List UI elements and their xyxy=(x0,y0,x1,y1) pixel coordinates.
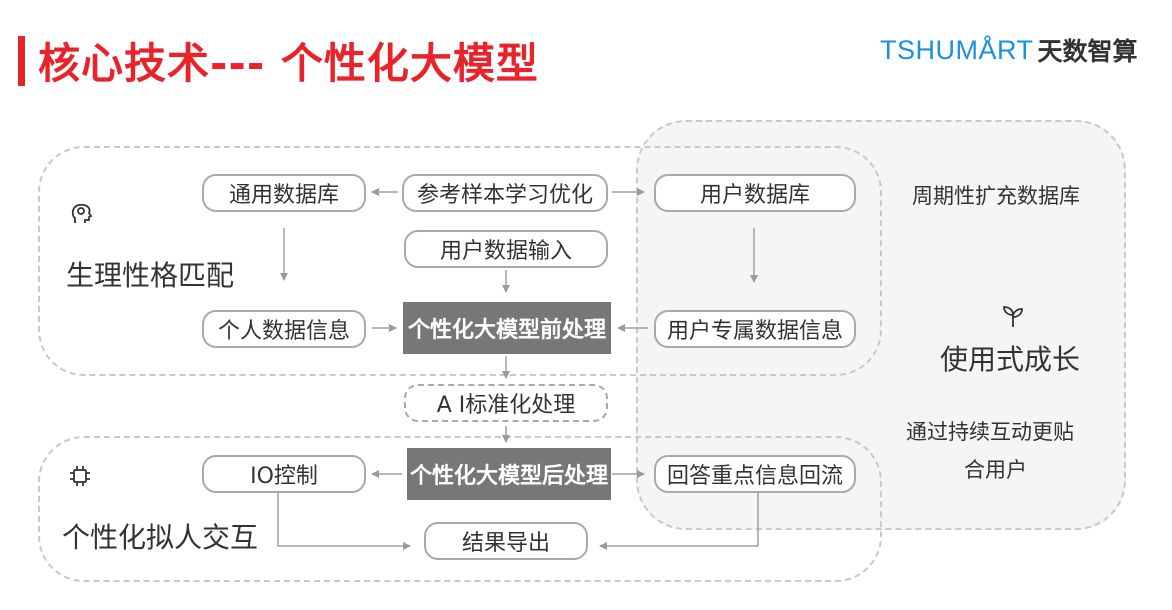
page-title: 核心技术--- 个性化大模型 xyxy=(38,39,539,88)
brain-head-icon xyxy=(68,200,96,228)
node-preprocess: 个性化大模型前处理 xyxy=(403,302,611,354)
chip-icon xyxy=(66,462,94,490)
personalized-interaction-region xyxy=(38,436,882,582)
right-main-label: 使用式成长 xyxy=(940,343,1081,376)
node-general-db: 通用数据库 xyxy=(202,174,366,212)
logo-chinese: 天数智算 xyxy=(1037,37,1138,66)
title-accent-bar xyxy=(18,36,25,86)
arrow-answer-to-result xyxy=(599,492,759,550)
node-answer-flow: 回答重点信息回流 xyxy=(654,455,856,493)
node-result-export: 结果导出 xyxy=(424,522,588,560)
node-user-db: 用户数据库 xyxy=(654,174,856,212)
node-ai-standardize: A I标准化处理 xyxy=(404,384,608,422)
region-label-physiological: 生理性格匹配 xyxy=(66,259,235,292)
arrow-io-to-result xyxy=(277,492,411,550)
company-logo: TSHUMÅRT 天数智算 xyxy=(880,32,1138,68)
node-ref-sample: 参考样本学习优化 xyxy=(402,174,608,212)
node-io-control: IO控制 xyxy=(202,455,366,493)
node-personal-info: 个人数据信息 xyxy=(202,310,366,348)
region-label-interaction: 个性化拟人交互 xyxy=(62,521,259,554)
right-top-text: 周期性扩充数据库 xyxy=(912,184,1080,208)
physiological-matching-region xyxy=(38,146,882,376)
node-postprocess: 个性化大模型后处理 xyxy=(407,448,611,500)
node-user-input: 用户数据输入 xyxy=(404,230,608,268)
right-desc-line1: 通过持续互动更贴 xyxy=(906,420,1074,444)
sprout-icon xyxy=(1000,302,1026,330)
logo-english: TSHUMÅRT xyxy=(880,34,1034,65)
node-user-exclusive: 用户专属数据信息 xyxy=(654,310,856,348)
right-desc-line2: 合用户 xyxy=(964,458,1027,482)
